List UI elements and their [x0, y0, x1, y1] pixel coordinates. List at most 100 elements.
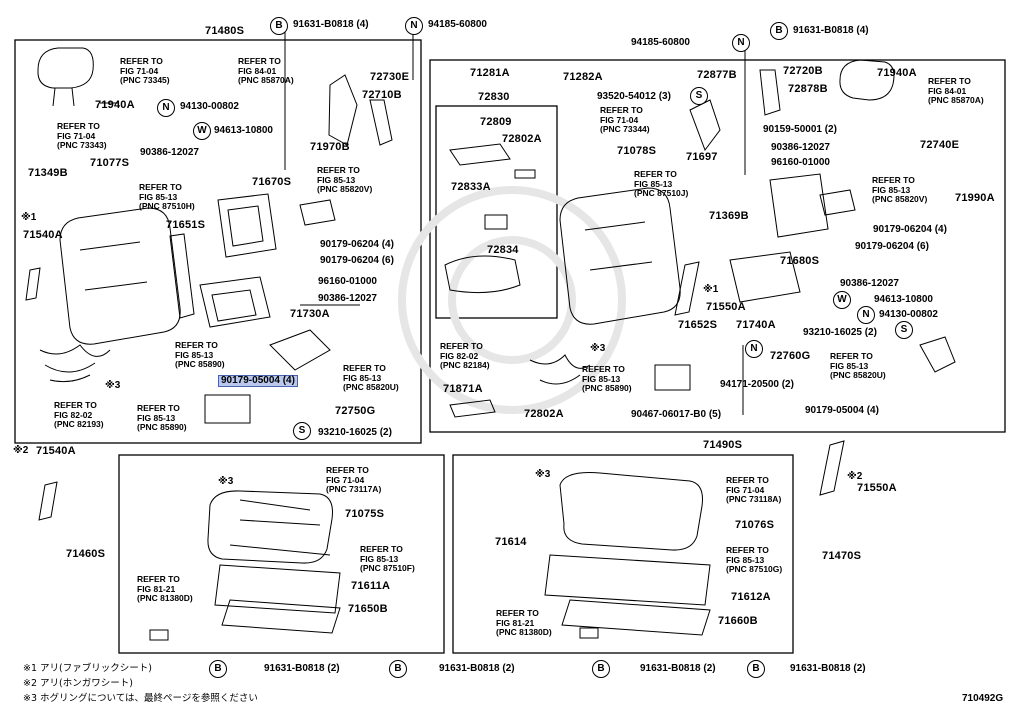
label-93520: 93520-54012 (3)	[597, 91, 671, 102]
label-91631-bottom1: 91631-B0818 (2)	[264, 663, 340, 674]
refer-85820v-left: REFER TO FIG 85-13 (PNC 85820V)	[317, 165, 373, 194]
label-72802a-inset: 72802A	[502, 133, 542, 145]
tray-72833a	[449, 143, 511, 166]
label-71970b: 71970B	[310, 141, 350, 153]
label-90386-left-a: 90386-12027	[140, 147, 199, 158]
label-71540a-bottom: 71540A	[36, 445, 76, 457]
label-90467: 90467-06017-B0 (5)	[631, 409, 722, 420]
refer-81380d-right: REFER TO FIG 81-21 (PNC 81380D)	[496, 608, 552, 637]
label-72730e: 72730E	[370, 71, 410, 83]
star3-bottom-left: ※3	[218, 476, 234, 487]
label-91631-bottom2: 91631-B0818 (2)	[439, 663, 515, 674]
label-91631-bottom4: 91631-B0818 (2)	[790, 663, 866, 674]
b-symbol: B	[592, 660, 610, 678]
label-94185-top2: 94185-60800	[631, 37, 690, 48]
refer-73343: REFER TO FIG 71-04 (PNC 73343)	[57, 121, 107, 150]
label-71480s: 71480S	[205, 25, 245, 37]
diagram-code: 710492G	[962, 693, 1004, 704]
w-symbol: W	[833, 291, 851, 309]
label-71540a-left: 71540A	[23, 229, 63, 241]
label-71670s: 71670S	[252, 176, 292, 188]
label-94185-top1: 94185-60800	[428, 19, 487, 30]
refer-82193: REFER TO FIG 82-02 (PNC 82193)	[54, 400, 104, 429]
label-90386-left-b: 90386-12027	[318, 293, 377, 304]
refer-73118a: REFER TO FIG 71-04 (PNC 73118A)	[726, 475, 782, 504]
label-72830: 72830	[478, 91, 510, 103]
star2-left: ※2	[13, 445, 29, 456]
label-72833a: 72833A	[451, 181, 491, 193]
label-72710b: 72710B	[362, 89, 402, 101]
label-71078s: 71078S	[617, 145, 657, 157]
label-71611a: 71611A	[351, 580, 391, 592]
label-71460s: 71460S	[66, 548, 106, 560]
trim-71540a	[38, 481, 58, 521]
lower-frame-right	[729, 251, 801, 303]
refer-73344: REFER TO FIG 71-04 (PNC 73344)	[600, 105, 650, 134]
label-71550a-bottom: 71550A	[857, 482, 897, 494]
footnote-3: ※3 ホグリングについては、最終ページを参照ください	[23, 693, 258, 704]
label-90386-right-b: 90386-12027	[840, 278, 899, 289]
label-72740e: 72740E	[920, 139, 960, 151]
n-symbol: N	[157, 99, 175, 117]
footnote-2: ※2 アリ(ホンガワシート)	[23, 678, 133, 689]
s-symbol: S	[895, 321, 913, 339]
n-symbol: N	[405, 17, 423, 35]
harness-left	[39, 344, 111, 383]
seatback-bottom-right	[559, 472, 703, 551]
adjuster-right	[561, 599, 711, 636]
headrest-left	[37, 47, 94, 89]
label-94613-left: 94613-10800	[214, 125, 273, 136]
module-right	[654, 364, 691, 391]
label-71680s: 71680S	[780, 255, 820, 267]
refer-85870a: REFER TO FIG 84-01 (PNC 85870A)	[238, 56, 294, 85]
label-71281a: 71281A	[470, 67, 510, 79]
refer-81380d-left: REFER TO FIG 81-21 (PNC 81380D)	[137, 574, 193, 603]
label-71550a-right: 71550A	[706, 301, 746, 313]
label-90159: 90159-50001 (2)	[763, 124, 837, 135]
label-72878b: 72878B	[788, 83, 828, 95]
w-symbol: W	[193, 122, 211, 140]
refer-73117a: REFER TO FIG 71-04 (PNC 73117A)	[326, 465, 382, 494]
label-71614: 71614	[495, 536, 527, 548]
label-90386-right-a: 90386-12027	[771, 142, 830, 153]
headrest-right	[839, 59, 895, 101]
back-frame-left	[217, 193, 277, 258]
cushion-frame-left	[214, 564, 341, 614]
refer-85820u-left: REFER TO FIG 85-13 (PNC 85820U)	[343, 363, 399, 392]
star3-right: ※3	[590, 343, 606, 354]
refer-85870a-right: REFER TO FIG 84-01 (PNC 85870A)	[928, 76, 984, 105]
label-71940a: 71940A	[95, 99, 135, 111]
refer-85890-left-a: REFER TO FIG 85-13 (PNC 85890)	[175, 340, 225, 369]
label-71740a: 71740A	[736, 319, 776, 331]
label-71990a: 71990A	[955, 192, 995, 204]
label-71612a: 71612A	[731, 591, 771, 603]
label-90179-05004-highlight[interactable]: 90179-05004 (4)	[218, 375, 298, 387]
label-94130-right: 94130-00802	[879, 309, 938, 320]
label-90179-05004-right: 90179-05004 (4)	[805, 405, 879, 416]
refer-87510h: REFER TO FIG 85-13 (PNC 87510H)	[139, 182, 195, 211]
refer-82184: REFER TO FIG 82-02 (PNC 82184)	[440, 341, 490, 370]
refer-87510f: REFER TO FIG 85-13 (PNC 87510F)	[360, 544, 415, 573]
label-71075s: 71075S	[345, 508, 385, 520]
bottom-left-frame	[118, 454, 445, 654]
label-71650b: 71650B	[348, 603, 388, 615]
label-94613-right: 94613-10800	[874, 294, 933, 305]
label-72760g: 72760G	[770, 350, 811, 362]
adjuster-left	[221, 599, 341, 634]
label-93210-left: 93210-16025 (2)	[318, 427, 392, 438]
star1-right: ※1	[703, 284, 719, 295]
label-71697: 71697	[686, 151, 718, 163]
right-panel-frame	[429, 59, 1006, 433]
star3-bottom-right: ※3	[535, 469, 551, 480]
label-72720b: 72720B	[783, 65, 823, 77]
label-72750g: 72750G	[335, 405, 376, 417]
label-71490s: 71490S	[703, 439, 743, 451]
label-90179-left-a: 90179-06204 (4)	[320, 239, 394, 250]
module-left	[204, 394, 251, 424]
refer-87510g: REFER TO FIG 85-13 (PNC 87510G)	[726, 545, 783, 574]
refer-85890-left-b: REFER TO FIG 85-13 (PNC 85890)	[137, 403, 187, 432]
inset-frame	[435, 105, 558, 319]
label-71871a: 71871A	[443, 383, 483, 395]
